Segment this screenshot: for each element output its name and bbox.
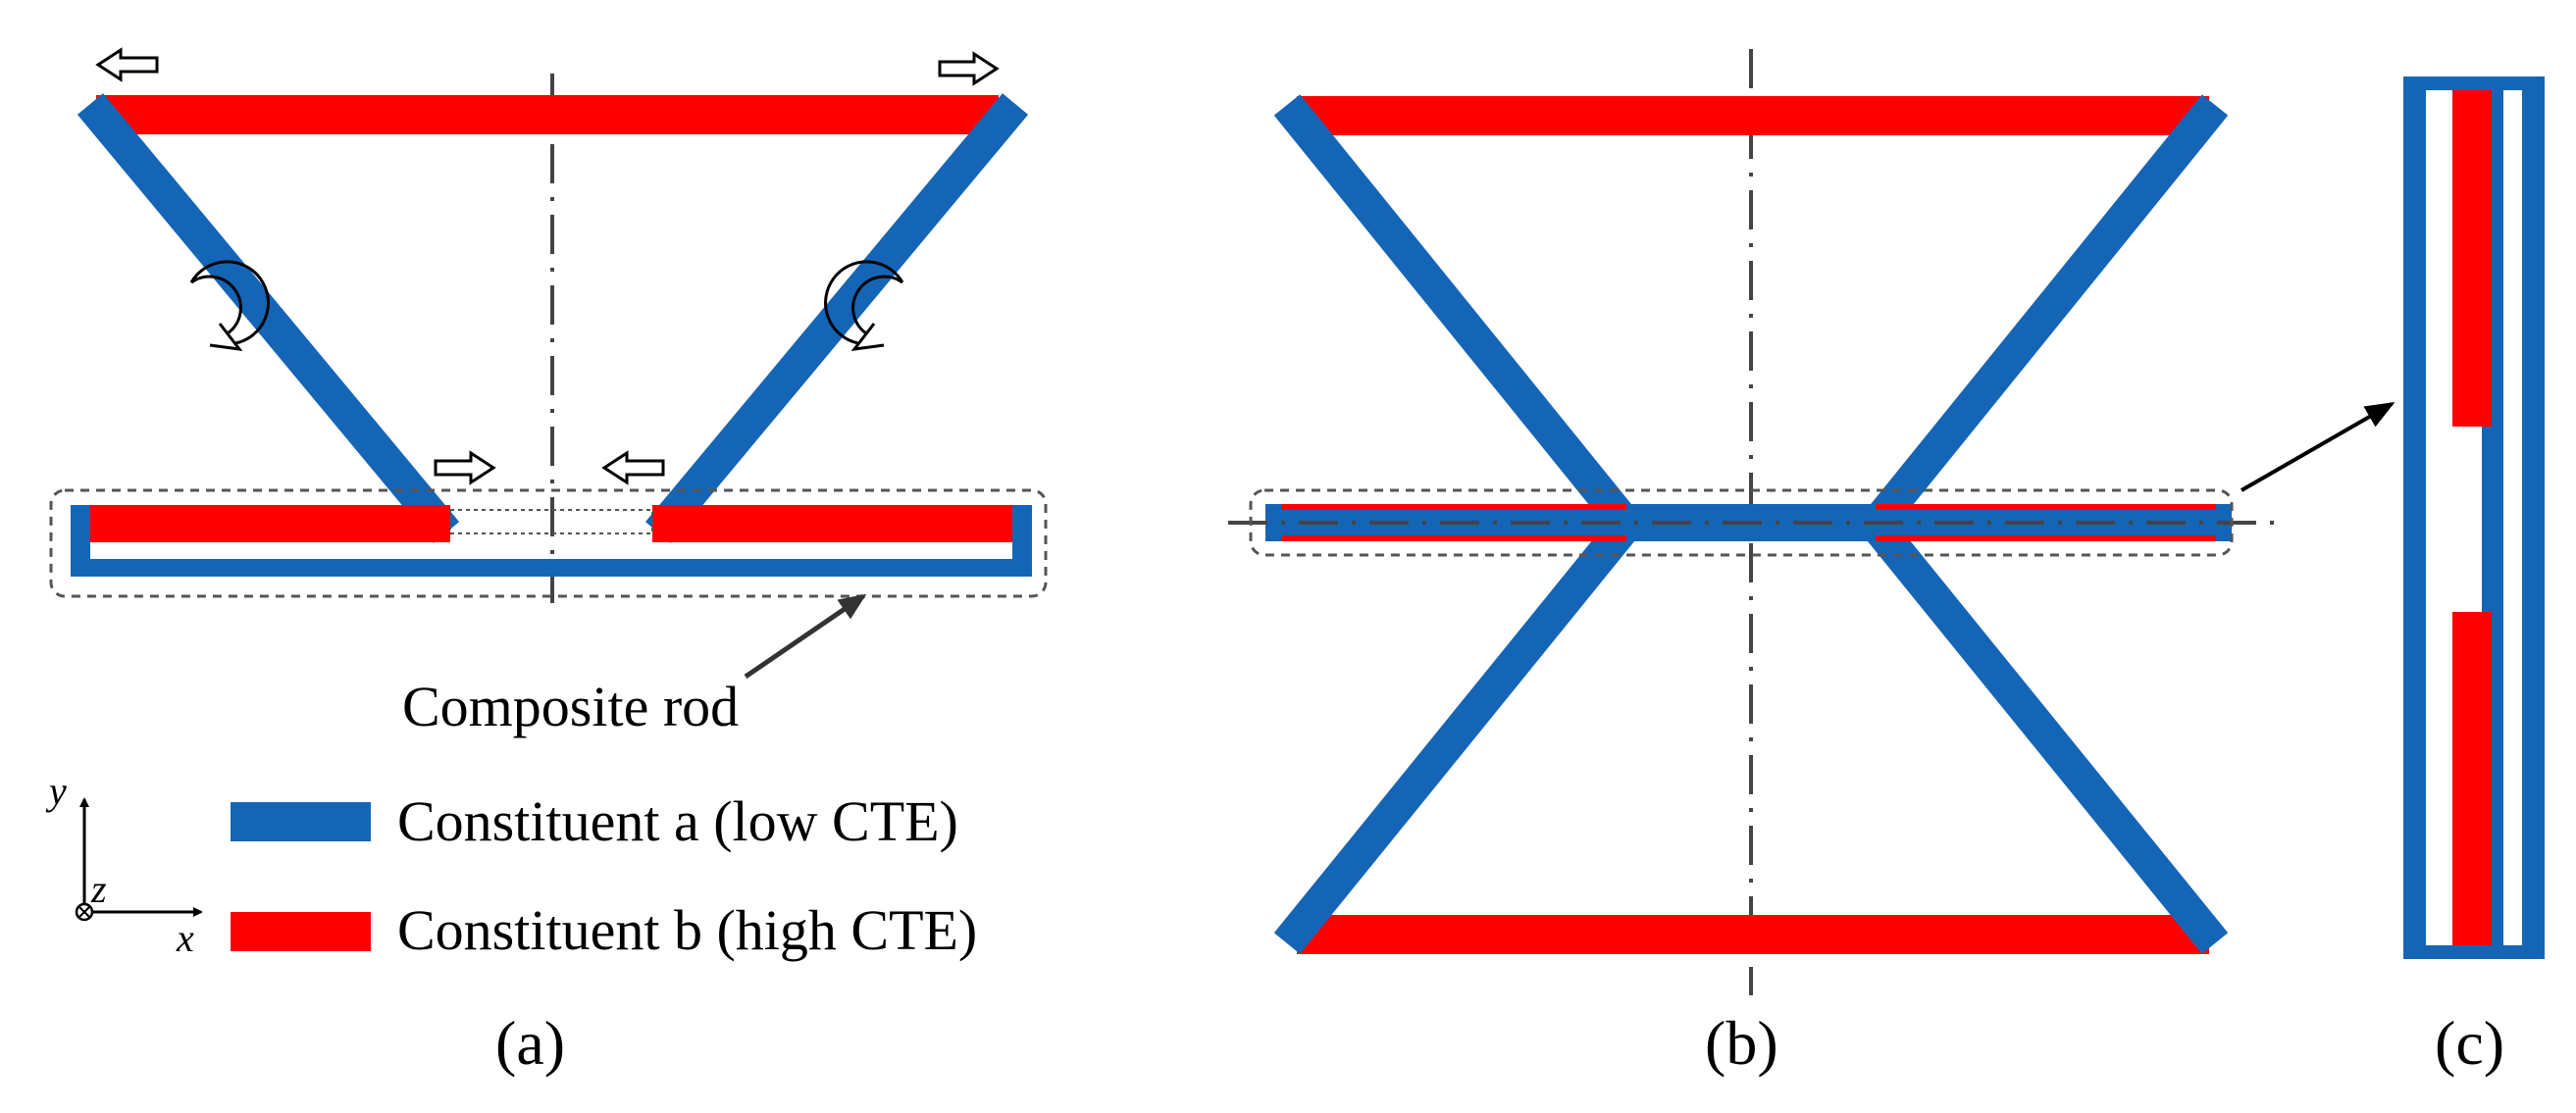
panel-b-rod-outline (1249, 488, 2234, 557)
arrow-right-icon (938, 51, 1000, 86)
coordinate-axes: y z x (45, 769, 203, 960)
panel-a-label: (a) (495, 1008, 565, 1078)
out-of-plane-axis-icon (75, 902, 94, 922)
panel-b-bottom-red-bar (1297, 915, 2209, 954)
panel-a: Composite rod y z x Constituent a (low C… (45, 47, 1048, 1078)
legend-swatch-b (231, 912, 371, 951)
panel-c-red-segment-upper (2452, 90, 2492, 427)
panel-a-rod-outline (49, 488, 1048, 598)
arrow-left-icon (95, 47, 159, 82)
legend-label-a: Constituent a (low CTE) (397, 789, 958, 853)
panel-b: (b) (1228, 49, 2396, 1078)
rotate-ccw-icon (189, 260, 270, 351)
panel-c-label: (c) (2435, 1008, 2504, 1078)
panel-b-composite-rod (1265, 504, 2232, 541)
axis-y-label: y (45, 769, 67, 813)
panel-a-right-strut (644, 93, 1029, 543)
panel-c-pointer (2241, 402, 2396, 492)
panel-b-lower-left-strut (1273, 514, 1640, 954)
panel-b-label: (b) (1705, 1008, 1778, 1078)
panel-c: (c) (2403, 76, 2545, 1078)
composite-rod-label: Composite rod (402, 675, 739, 738)
panel-a-composite-rod (71, 505, 1032, 577)
panel-b-upper-left-strut (1273, 94, 1640, 535)
panel-c-red-segment-lower (2452, 612, 2492, 945)
composite-rod-pointer (744, 593, 867, 680)
arrow-left-icon (601, 450, 665, 485)
rotate-cw-icon (824, 260, 904, 351)
legend-swatch-a (231, 802, 371, 841)
axis-x-label: x (176, 916, 194, 960)
panel-a-left-strut (77, 93, 460, 543)
axis-z-label: z (90, 867, 107, 911)
panel-b-lower-right-strut (1862, 514, 2229, 954)
panel-a-top-red-bar (96, 95, 999, 134)
arrow-right-icon (434, 450, 496, 485)
panel-b-upper-right-strut (1862, 94, 2229, 535)
legend-label-b: Constituent b (high CTE) (397, 898, 977, 962)
panel-b-top-red-bar (1297, 96, 2209, 135)
legend: Constituent a (low CTE) Constituent b (h… (231, 789, 977, 962)
